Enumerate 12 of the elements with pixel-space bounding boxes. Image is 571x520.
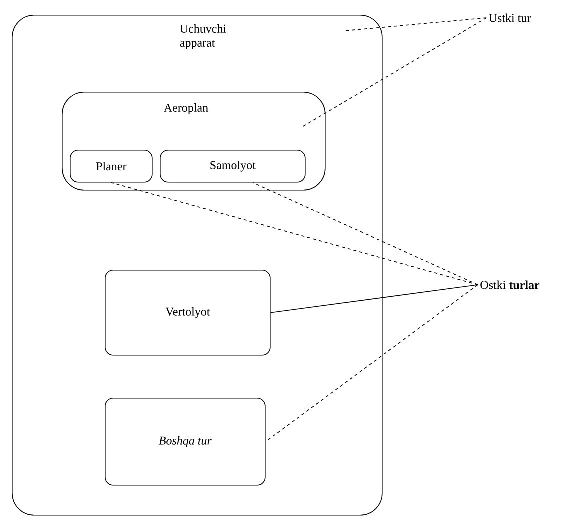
category-box: Vertolyot [105, 270, 271, 356]
leader-line [252, 182, 478, 286]
label-text: Ostki turlar [480, 280, 540, 290]
leader-line [300, 18, 488, 128]
category-box: Planer [70, 150, 153, 183]
leader-line [270, 284, 478, 314]
category-box: Boshqa tur [105, 398, 266, 486]
label-text: Ustki tur [489, 14, 532, 22]
leader-line [111, 182, 478, 286]
category-box: Samolyot [160, 150, 306, 183]
leader-line [265, 284, 478, 442]
leader-line [344, 18, 488, 32]
